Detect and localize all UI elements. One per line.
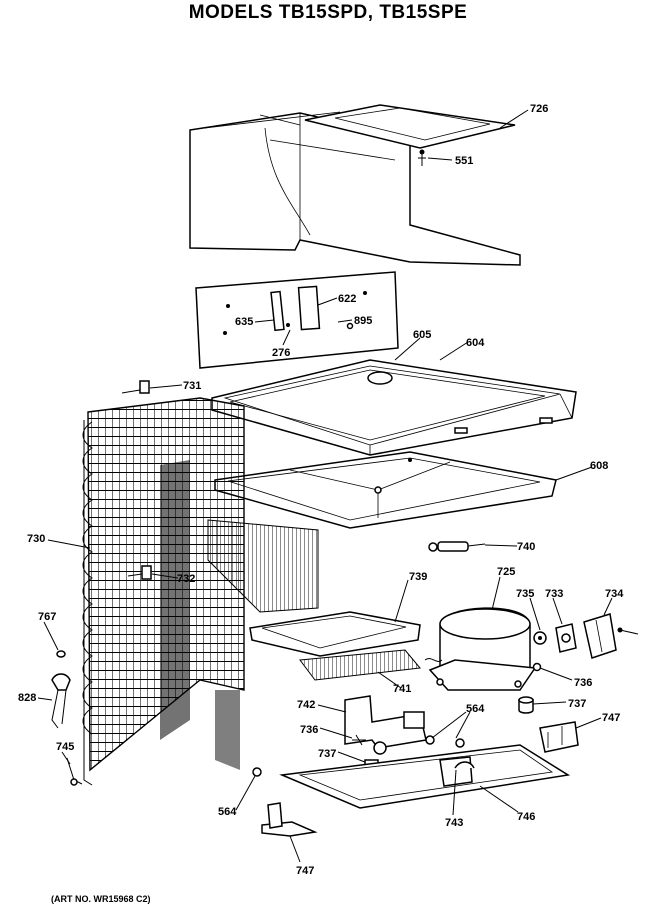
callout-276: 276 — [272, 347, 290, 359]
callout-608: 608 — [590, 460, 608, 472]
callout-labels: 726 551 622 635 895 276 605 604 731 608 … — [18, 103, 624, 877]
callout-622: 622 — [338, 293, 356, 305]
callout-895: 895 — [354, 315, 372, 327]
callout-605: 605 — [413, 329, 431, 341]
callout-747-right: 747 — [602, 712, 620, 724]
evaporator-741 — [299, 649, 421, 681]
callout-737-right: 737 — [568, 698, 586, 710]
callout-767: 767 — [38, 611, 56, 623]
callout-551: 551 — [455, 155, 473, 167]
rear-panel-assembly — [195, 271, 399, 369]
mounting-bracket-742 — [344, 695, 427, 755]
condenser-coil-730 — [82, 397, 319, 786]
callout-735: 735 — [516, 588, 534, 600]
sensor-740 — [428, 541, 486, 552]
callout-731: 731 — [183, 380, 201, 392]
clip-736-right — [532, 662, 542, 672]
art-number: (ART NO. WR15968 C2) — [51, 894, 151, 904]
callout-604: 604 — [466, 337, 485, 349]
callout-635: 635 — [235, 316, 253, 328]
callout-725: 725 — [497, 566, 515, 578]
grommet-737-right — [518, 696, 534, 714]
drain-tray-604 — [211, 359, 577, 456]
leader-lines — [37, 109, 613, 863]
callout-737-left: 737 — [318, 748, 336, 760]
callout-733: 733 — [545, 588, 563, 600]
overload-735 — [533, 631, 547, 645]
callout-742: 742 — [297, 699, 315, 711]
drip-tray-739 — [249, 611, 421, 657]
callout-564-right: 564 — [466, 703, 485, 715]
callout-746: 746 — [517, 811, 535, 823]
grommet-767 — [56, 650, 66, 658]
callout-734: 734 — [605, 588, 624, 600]
screw-551 — [418, 149, 426, 166]
relay-733 — [555, 623, 577, 653]
callout-736-right: 736 — [574, 677, 592, 689]
screw-564-left — [252, 767, 262, 777]
clip-731 — [121, 380, 150, 394]
callout-740: 740 — [517, 541, 535, 553]
callout-747-left: 747 — [296, 865, 314, 877]
callout-564-left: 564 — [218, 806, 237, 818]
callout-828: 828 — [18, 692, 36, 704]
callout-743: 743 — [445, 817, 463, 829]
clip-745 — [66, 757, 83, 786]
diagram-title: MODELS TB15SPD, TB15SPE — [188, 2, 468, 23]
callout-732: 732 — [177, 573, 195, 585]
clip-732 — [127, 565, 152, 580]
callout-745: 745 — [56, 741, 74, 753]
bracket-747-left — [261, 802, 318, 837]
bracket-747-right — [539, 721, 579, 753]
screws-564-right — [425, 735, 465, 748]
terminal-cover-734 — [583, 613, 639, 659]
callout-741: 741 — [393, 683, 411, 695]
callout-726: 726 — [530, 103, 548, 115]
defrost-pan-608 — [214, 451, 557, 529]
clip-736-left — [352, 734, 366, 746]
callout-736-left: 736 — [300, 724, 318, 736]
part-828 — [51, 673, 71, 729]
callout-730: 730 — [27, 533, 45, 545]
compressor-725 — [424, 607, 537, 691]
callout-739: 739 — [409, 571, 427, 583]
top-cover-assembly — [189, 104, 521, 266]
